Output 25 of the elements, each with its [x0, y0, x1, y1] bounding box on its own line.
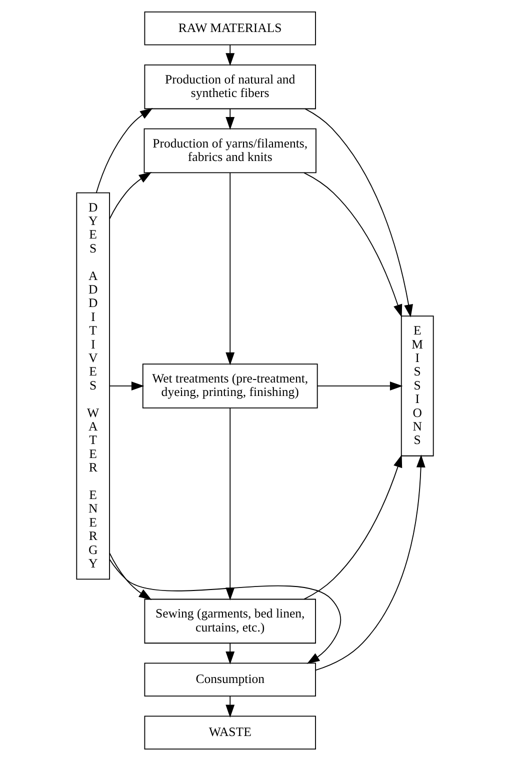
arrow — [96, 108, 153, 194]
node-box: Production of natural and synthetic fibers — [144, 64, 316, 110]
arrow — [226, 172, 235, 366]
arrow — [315, 454, 426, 671]
arrow — [317, 382, 403, 390]
arrow — [109, 552, 152, 600]
node-box: Consumption — [144, 662, 316, 697]
arrow — [226, 696, 235, 718]
node-box: WASTE — [144, 716, 316, 750]
arrow — [109, 172, 152, 220]
node-box: Production of yarns/filaments, fabrics and knits — [144, 128, 316, 174]
node-box: Sewing (garments, bed linen, curtains, etc.) — [144, 598, 316, 644]
arrow — [304, 172, 402, 318]
arrow — [304, 108, 413, 318]
arrow — [109, 559, 342, 664]
node-box: RAW MATERIALS — [144, 11, 316, 46]
arrow — [226, 408, 235, 600]
arrow — [304, 454, 402, 600]
arrow — [109, 382, 144, 390]
node-box: EMISSIONS — [400, 316, 434, 456]
arrow — [226, 642, 235, 664]
node-box: DYES ADDITIVES WATER ENERGY — [76, 192, 110, 580]
arrow — [226, 44, 235, 66]
arrow — [226, 108, 235, 130]
node-box: Wet treatments (pre-treatment, dyeing, printing, finishing) — [142, 364, 318, 408]
